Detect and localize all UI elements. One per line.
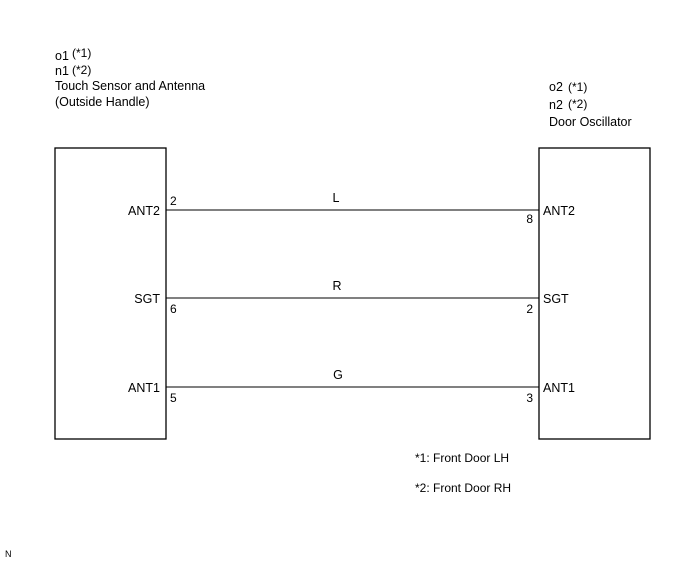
- right-terminal-sgt: SGT: [543, 292, 569, 306]
- left-pin-ant2: 2: [170, 194, 177, 208]
- right-pin-ant2: 8: [526, 212, 533, 226]
- left-component-box: [54, 147, 167, 440]
- right-component-name: Door Oscillator: [549, 115, 632, 129]
- left-code-2-ref: (*2): [72, 63, 91, 77]
- left-pin-sgt: 6: [170, 302, 177, 316]
- left-pin-ant1: 5: [170, 391, 177, 405]
- note-front-door-lh: *1: Front Door LH: [415, 451, 509, 465]
- wire-ant1: G ANT1 5 ANT1 3: [128, 368, 575, 405]
- left-component-header: o1 (*1) n1 (*2) Touch Sensor and Antenna…: [55, 46, 205, 109]
- right-code-2: n2: [549, 98, 563, 112]
- corner-mark: N: [5, 549, 12, 559]
- left-component-name: Touch Sensor and Antenna: [55, 79, 205, 93]
- wire-ant2: L ANT2 2 ANT2 8: [128, 191, 575, 226]
- wire-color-ant1: G: [333, 368, 343, 382]
- wire-color-ant2: L: [333, 191, 340, 205]
- right-pin-sgt: 2: [526, 302, 533, 316]
- left-component-subname: (Outside Handle): [55, 95, 150, 109]
- right-terminal-ant2: ANT2: [543, 204, 575, 218]
- right-component-header: o2 (*1) n2 (*2) Door Oscillator: [549, 80, 632, 129]
- notes: *1: Front Door LH *2: Front Door RH: [415, 451, 511, 495]
- left-terminal-ant2: ANT2: [128, 204, 160, 218]
- right-component-box: [538, 147, 651, 440]
- wire-color-sgt: R: [332, 279, 341, 293]
- left-code-2: n1: [55, 64, 69, 78]
- right-code-1: o2: [549, 80, 563, 94]
- left-terminal-sgt: SGT: [134, 292, 160, 306]
- right-pin-ant1: 3: [526, 391, 533, 405]
- right-terminal-ant1: ANT1: [543, 381, 575, 395]
- left-code-1-ref: (*1): [72, 46, 91, 60]
- left-code-1: o1: [55, 49, 69, 63]
- right-code-2-ref: (*2): [568, 97, 587, 111]
- wire-sgt: R SGT 6 SGT 2: [134, 279, 569, 316]
- left-terminal-ant1: ANT1: [128, 381, 160, 395]
- note-front-door-rh: *2: Front Door RH: [415, 481, 511, 495]
- right-code-1-ref: (*1): [568, 80, 587, 94]
